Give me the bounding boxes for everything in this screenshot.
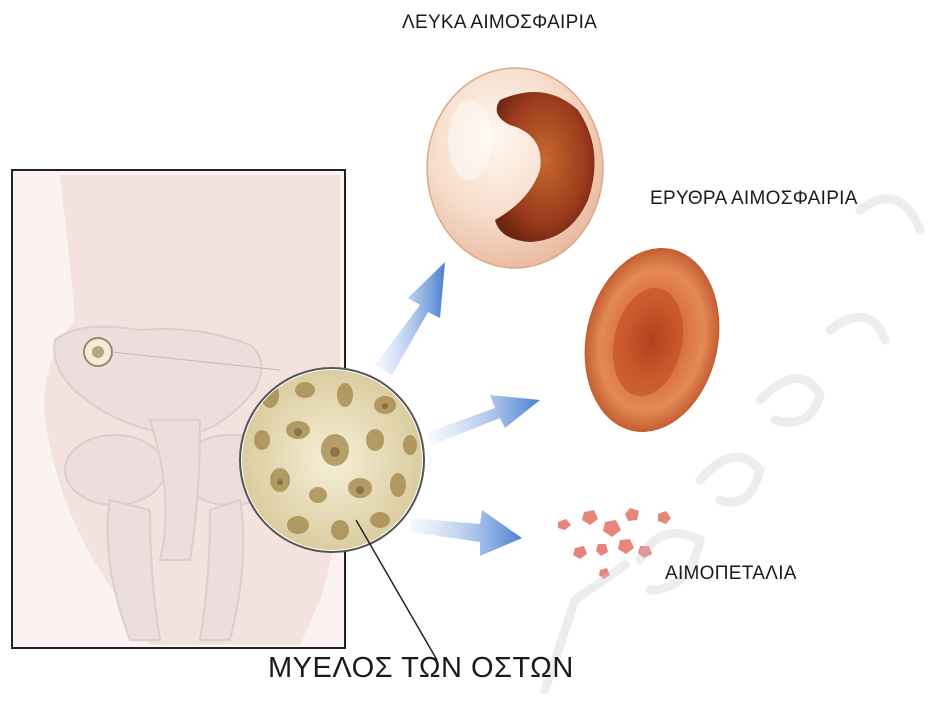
red-blood-cell-icon	[568, 235, 736, 444]
arrow-to-white-cells	[375, 262, 445, 375]
arrow-to-red-cells	[428, 395, 540, 445]
platelets-label: ΑΙΜΟΠΕΤΑΛΙΑ	[665, 563, 797, 585]
white-blood-cell-icon	[427, 68, 603, 268]
bone-marrow-label: ΜΥΕΛΟΣ ΤΩΝ ΟΣΤΩΝ	[268, 652, 574, 685]
marrow-pointer-line	[356, 520, 437, 660]
hip-marker-icon	[84, 338, 112, 366]
bone-marrow-closeup	[240, 368, 424, 552]
watermark-signature	[545, 199, 920, 690]
white-cells-label: ΛΕΥΚΑ ΑΙΜΟΣΦΑΙΡΙΑ	[402, 12, 597, 34]
arrow-to-platelets	[410, 510, 522, 556]
red-cells-label: ΕΡΥΘΡΑ ΑΙΜΟΣΦΑΙΡΙΑ	[650, 188, 858, 210]
